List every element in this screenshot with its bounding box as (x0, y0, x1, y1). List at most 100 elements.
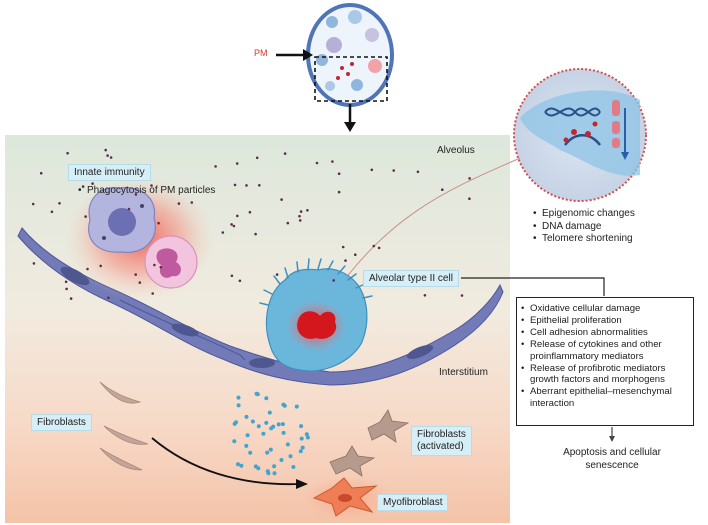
mediator-dot (291, 465, 296, 469)
phagocytosis-list: Phagocytosis of PM particles (78, 185, 215, 198)
pm-particle-dot (332, 279, 336, 282)
pm-particle-dot (255, 156, 259, 160)
pm-particle-dot (232, 224, 236, 228)
pm-particle-dot (107, 296, 110, 300)
pm-particle-dot (31, 202, 35, 206)
pm-particle-dot (221, 231, 225, 234)
pm-particle-dot (151, 292, 154, 295)
mediator-dot (250, 419, 255, 424)
pm-particle-dot (84, 215, 87, 218)
pm-particle-dot (32, 262, 36, 265)
pm-particle-dot (298, 214, 301, 218)
outcome-line1: Apoptosis and cellular (563, 447, 661, 458)
pm-particle-dot (423, 294, 427, 297)
differentiation-arrow (151, 437, 308, 489)
pm-particle-dot (235, 162, 239, 165)
mediator-dot (245, 433, 250, 438)
pm-particle-dot (377, 246, 381, 250)
pm-particle-dot (39, 171, 43, 175)
mediator-dot (236, 395, 241, 400)
pm-particle-dot (370, 168, 374, 172)
effect-item: Release of profibrotic mediators (521, 363, 689, 375)
zoom-effect-item: Telomere shortening (533, 233, 635, 246)
alveolus-overview-graphic (306, 3, 394, 107)
pm-particles (31, 148, 471, 300)
pm-particle-dot (157, 221, 160, 225)
mediator-dot (269, 426, 274, 431)
zoom-circle (513, 68, 647, 202)
mediator-dot (253, 464, 258, 469)
pm-particle-dot (372, 244, 376, 248)
mediator-dot (272, 471, 277, 476)
mediator-dot (255, 392, 260, 397)
pm-particle-dot (299, 210, 303, 213)
pm-particle-dot (275, 273, 279, 276)
pm-particle-dot (392, 169, 396, 172)
fibroblasts-activated-line2: (activated) (417, 441, 464, 452)
mediator-dot (264, 396, 269, 401)
pm-particle-dot (230, 274, 234, 278)
mediator-dot (236, 462, 240, 467)
pm-particle-dot (134, 273, 137, 276)
pm-particle-dot (245, 184, 248, 187)
activated-fibroblasts-graphic (329, 409, 410, 477)
mediator-dot (244, 443, 249, 448)
down-arrow (344, 104, 356, 132)
pm-particle-dot (416, 170, 420, 174)
pm-particle-dot (230, 223, 233, 226)
connector-line (461, 277, 605, 296)
alveolar-type-ii-tag: Alveolar type II cell (363, 270, 459, 287)
alveolar-type-ii-cell-graphic (259, 258, 373, 372)
macrophage (88, 187, 156, 253)
mediator-dot (266, 471, 271, 476)
mediator-dot (256, 424, 261, 429)
outcome-line2: senescence (585, 459, 639, 471)
pm-particle-dot (69, 297, 73, 300)
mediator-dot (276, 422, 281, 427)
mediator-dot (236, 403, 241, 408)
pm-particle-dot (337, 172, 341, 175)
pm-particle-dot (283, 152, 287, 155)
epithelial-effects-box: Oxidative cellular damage Epithelial pro… (516, 297, 694, 426)
pm-particle-dot (127, 207, 131, 211)
zoom-effect-item: DNA damage (533, 221, 635, 234)
phagocytosis-item: Phagocytosis of PM particles (78, 185, 215, 198)
pm-particle-dot (138, 281, 142, 284)
pm-particle-dot (190, 201, 194, 204)
mediator-dot (298, 449, 303, 454)
mediator-dot (299, 436, 304, 441)
outcome-arrow (609, 427, 615, 442)
mediator-dot (305, 435, 310, 440)
pm-particle-dot (64, 280, 68, 284)
effect-item: Cell adhesion abnormalities (521, 327, 689, 339)
pm-particle-dot (306, 209, 309, 212)
pm-particle-dot (441, 188, 444, 191)
pm-particle-dot (354, 253, 357, 256)
pm-particle-dot (66, 151, 69, 155)
effect-item-continued: interaction (530, 398, 575, 410)
mediator-dot (265, 450, 270, 455)
pm-particle-dot (177, 202, 181, 205)
pm-particle-dot (248, 210, 252, 214)
myofibroblast-tag: Myofibroblast (377, 494, 449, 511)
outcome-label: Apoptosis and cellular senescence (548, 447, 676, 472)
effect-item-continued: growth factors and morphogens (530, 374, 665, 386)
mediator-dot (268, 447, 273, 452)
mediator-dot (282, 403, 287, 408)
pm-particle-dot (104, 148, 107, 152)
pm-particle-dot (315, 161, 319, 165)
mediator-dot (299, 424, 304, 429)
fibroblasts-activated-line1: Fibroblasts (417, 429, 466, 440)
neutrophil (144, 235, 198, 289)
myofibroblast-graphic (312, 477, 378, 517)
pm-particle-dot (50, 210, 54, 214)
mediator-dot (300, 445, 305, 450)
pm-particle-dot (344, 259, 347, 262)
pm-particle-dot (236, 214, 239, 218)
mediator-dot (264, 420, 269, 425)
fibroblasts-activated-tag: Fibroblasts (activated) (411, 426, 472, 456)
mediator-dot (281, 430, 286, 435)
effect-item: Release of cytokines and other (521, 339, 689, 351)
